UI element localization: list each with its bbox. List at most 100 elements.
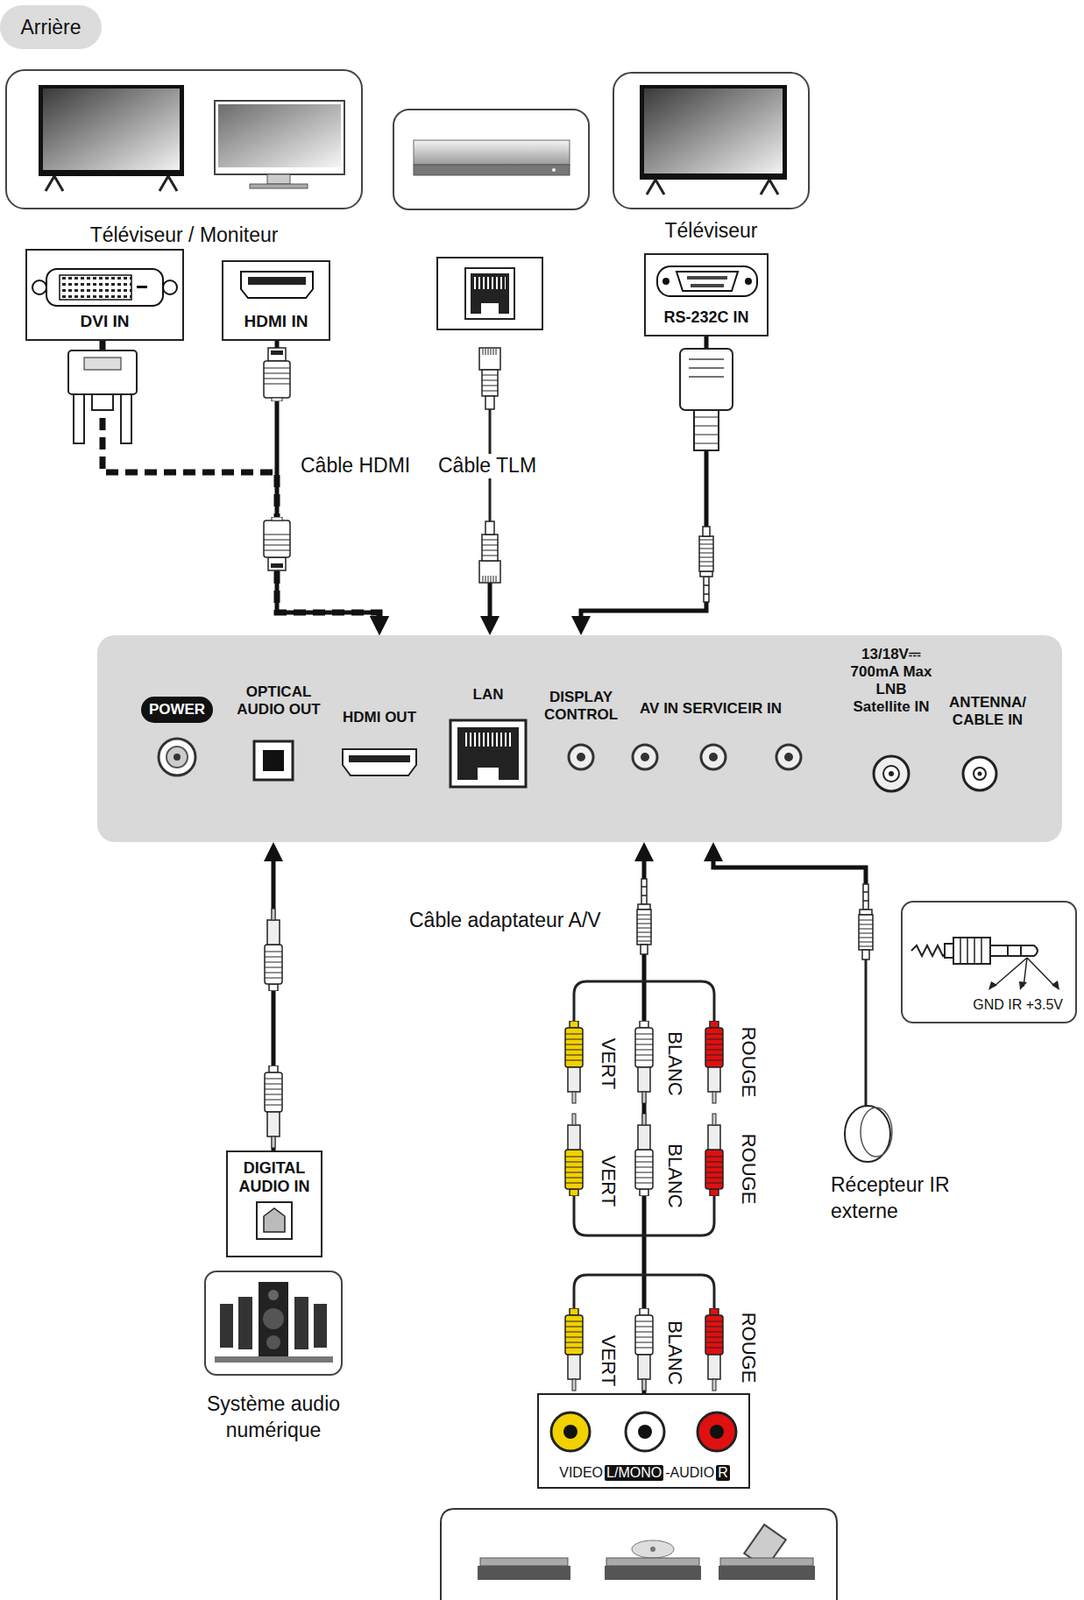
source-devices-art bbox=[440, 1509, 837, 1600]
lan-socket-icon bbox=[437, 257, 543, 330]
rear-panel-art bbox=[632, 744, 658, 770]
rear-panel-art bbox=[708, 752, 718, 762]
rs232-plug bbox=[694, 408, 719, 451]
ir-plug-inset-art bbox=[911, 945, 949, 957]
av-adapter-cable bbox=[565, 1113, 583, 1197]
rear-panel-art bbox=[262, 750, 284, 772]
rear-panel-art bbox=[97, 635, 1063, 843]
set-top-device-art bbox=[393, 109, 589, 210]
lan-cable bbox=[488, 578, 493, 617]
rs232-port-icon bbox=[657, 266, 758, 297]
set-top-device-art bbox=[552, 168, 556, 172]
source-devices-art bbox=[480, 1558, 568, 1566]
hdmi-plugs bbox=[263, 517, 291, 571]
port-label: GND IR +3.5V bbox=[972, 997, 1063, 1014]
source-devices-art bbox=[718, 1565, 815, 1580]
source-devices-art bbox=[720, 1558, 814, 1566]
rs232-plug bbox=[699, 526, 714, 603]
ir-cable bbox=[703, 842, 723, 862]
dvi-plug bbox=[84, 357, 121, 370]
rear-panel-art bbox=[97, 635, 1063, 843]
rear-panel-art bbox=[784, 752, 794, 762]
set-top-device-art bbox=[413, 140, 570, 165]
optical-port-icon bbox=[256, 1202, 292, 1240]
rear-panel-art bbox=[450, 720, 526, 787]
device-group-box: Téléviseur bbox=[612, 71, 810, 210]
dvi-port-icon bbox=[32, 280, 47, 295]
wire-color-label: ROUGE bbox=[736, 1312, 760, 1384]
dvi-port-icon bbox=[162, 280, 178, 295]
rca-jacks-art bbox=[563, 1424, 578, 1439]
port-label: L/MONO bbox=[604, 1465, 664, 1481]
port-label: POWER bbox=[141, 701, 213, 719]
av-adapter-cable bbox=[573, 981, 715, 1021]
source-devices-art bbox=[440, 1509, 837, 1600]
tv-monitor-art bbox=[45, 176, 178, 192]
port-label: Téléviseur bbox=[605, 219, 817, 242]
arrow-head bbox=[571, 616, 591, 636]
tv-monitor-art bbox=[38, 85, 185, 177]
tv-monitor-art bbox=[249, 184, 308, 189]
arrow-head bbox=[369, 616, 390, 636]
port-label: HDMI IN bbox=[223, 311, 329, 332]
lan-cable bbox=[479, 347, 501, 636]
port-label: HDMI OUT bbox=[326, 708, 433, 727]
rs232-port-icon bbox=[744, 277, 752, 285]
rs232-port-icon bbox=[662, 277, 670, 285]
source-devices-art bbox=[650, 1546, 656, 1552]
av-adapter-cable bbox=[705, 1020, 723, 1104]
rear-panel-art bbox=[254, 741, 293, 780]
av-adapter-cable bbox=[573, 1275, 715, 1309]
cable-label: Câble HDMI bbox=[300, 453, 411, 479]
ir-receiver-art bbox=[844, 959, 893, 1162]
rear-panel-art bbox=[348, 755, 411, 763]
rear-panel-art bbox=[776, 744, 801, 770]
rs232-port-icon bbox=[687, 276, 728, 280]
arrow-head bbox=[369, 616, 390, 636]
tv-monitor-art bbox=[214, 100, 345, 175]
audio-system-art bbox=[294, 1296, 309, 1350]
av-adapter-cable bbox=[635, 1113, 653, 1197]
device-group-box: Téléviseur / Moniteur bbox=[5, 69, 363, 210]
port-label: Arrière bbox=[0, 15, 102, 39]
tv-monitor-art bbox=[38, 85, 345, 192]
tv-monitor-art bbox=[42, 88, 180, 171]
port-label: ANTENNA/ CABLE IN bbox=[945, 694, 1030, 730]
lan-cable bbox=[480, 616, 500, 636]
lan-socket-icon bbox=[437, 257, 543, 330]
audio-system-art bbox=[238, 1296, 253, 1350]
ir-cable bbox=[703, 842, 873, 960]
ir-plug-inset-art bbox=[960, 937, 982, 964]
av-adapter-cable bbox=[705, 1113, 723, 1197]
port-label: 13/18V⎓ 700mA Max LNB Satellite IN bbox=[847, 645, 936, 716]
rear-panel-art bbox=[883, 765, 900, 782]
rs232-port-icon bbox=[690, 283, 724, 288]
av-adapter-cable bbox=[637, 878, 652, 955]
audio-system-art bbox=[268, 1289, 279, 1301]
rca-jacks-art bbox=[551, 1412, 737, 1452]
rca-jacks-art bbox=[551, 1412, 590, 1452]
rs232-plug bbox=[694, 417, 719, 444]
rear-panel: POWEROPTICAL AUDIO OUTHDMI OUTLANDISPLAY… bbox=[97, 635, 1063, 843]
device-group-box: Système audio numérique bbox=[204, 1270, 343, 1376]
cable-label: Récepteur IR externe bbox=[830, 1172, 971, 1226]
tv-art bbox=[639, 85, 787, 180]
audio-system-art bbox=[214, 1356, 333, 1363]
set-top-device-art bbox=[413, 164, 570, 176]
set-top-device-art bbox=[393, 109, 589, 210]
dvi-port-icon bbox=[59, 275, 132, 300]
port-box: RS-232C IN bbox=[644, 253, 769, 337]
dvi-plug bbox=[73, 394, 85, 444]
hdmi-port-icon bbox=[240, 271, 313, 298]
dvi-port-icon bbox=[136, 285, 148, 289]
lan-cable bbox=[479, 521, 501, 583]
audio-system-art bbox=[313, 1303, 327, 1348]
ir-cable bbox=[713, 861, 866, 886]
rear-panel-art bbox=[477, 767, 499, 780]
rear-panel-art bbox=[457, 727, 519, 780]
av-adapter-cable bbox=[635, 1020, 653, 1104]
hdmi-port-icon bbox=[247, 276, 306, 285]
rs232-plug bbox=[680, 348, 733, 411]
rs232-plug bbox=[680, 348, 733, 603]
